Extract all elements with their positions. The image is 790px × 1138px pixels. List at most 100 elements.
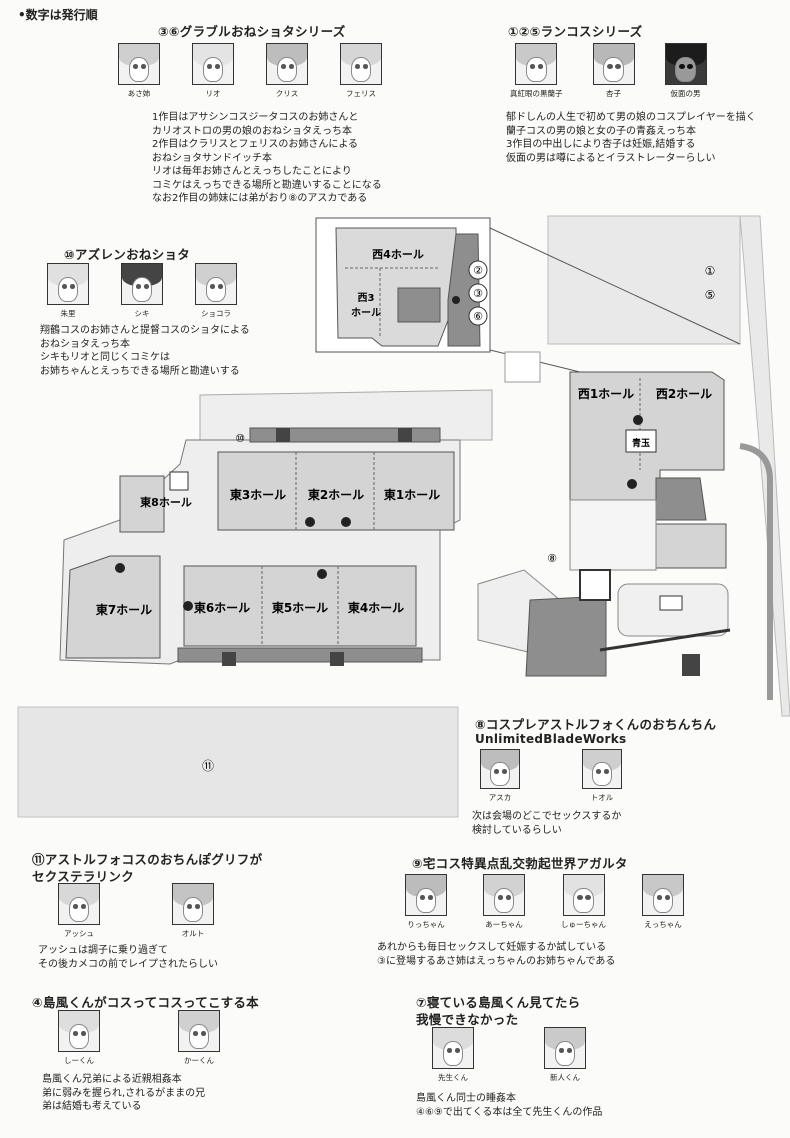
character: しゅーちゃん [561, 874, 606, 930]
east-south-dark-strip [177, 647, 423, 663]
section-36-characters: あさ姉 リオ クリス フェリス [118, 43, 382, 99]
info-icon [183, 601, 193, 611]
section-9-title: ⑨宅コス特異点乱交勃起世界アガルタ [412, 856, 628, 871]
section-36-description: 1作目はアサシンコスジータコスのお姉さんとカリオストロの男の娘のおねショタえっち… [152, 112, 382, 204]
svg-text:③: ③ [473, 287, 483, 300]
restroom-icon [579, 569, 611, 601]
character: あーちゃん [483, 874, 525, 930]
info-icon [115, 563, 125, 573]
section-7-title-1: ⑦寝ている島風くん見てたら [416, 995, 581, 1010]
aodama-label: 青玉 [632, 437, 650, 449]
hall-label-west1: 西1ホール [578, 387, 634, 401]
hall-labels: 西4ホール 西3 ホール 西1ホール 西2ホール 東3ホール 東2ホール 東1ホ… [96, 248, 712, 617]
escalator-icon [222, 652, 236, 666]
marker-10: ⑩ [235, 432, 245, 445]
character: かーくん [178, 1010, 220, 1066]
section-11-characters: アッシュ オルト [58, 883, 214, 939]
character: 仮面の男 [664, 43, 707, 99]
west-dark-plaza [525, 595, 607, 677]
marker-3 [468, 283, 488, 303]
section-9-characters: りっちゃん あーちゃん しゅーちゃん えっちゃん [405, 874, 684, 930]
section-8-title: ⑧コスプレアストルフォくんのおちんちん [475, 717, 717, 732]
east-8-hall-block [119, 475, 165, 533]
section-125-title: ①②⑤ランコスシリーズ [508, 24, 643, 39]
character-portrait [118, 43, 160, 85]
character-portrait [562, 874, 605, 916]
escalator-icon [398, 428, 412, 442]
facility-icons [169, 428, 700, 676]
character: ショコラ [195, 263, 237, 319]
section-7-characters: 先生くん 新人くん [432, 1027, 586, 1083]
west-4-3-hall-block [335, 227, 457, 347]
east-1-3-hall-block [217, 451, 455, 531]
character-portrait [664, 43, 707, 85]
escalator-icon [330, 652, 344, 666]
info-icon [633, 415, 643, 425]
order-note: •数字は発行順 [18, 8, 98, 22]
info-icon [341, 517, 351, 527]
section-10-characters: 朱里 シキ ショコラ [47, 263, 237, 319]
character-portrait [195, 263, 237, 305]
section-11-title-1: ⑪アストルフォコスのおちんぽグリフが [32, 852, 263, 867]
character: トオル [582, 749, 622, 803]
character-portrait [192, 43, 234, 85]
svg-text:②: ② [473, 264, 483, 277]
section-11-title-2: セクステラリンク [32, 869, 135, 884]
inset-leader-line [489, 227, 741, 345]
section-125-characters: 真紅眼の黒蘭子 杏子 仮面の男 [510, 43, 707, 99]
character-portrait [432, 1027, 474, 1069]
character-portrait [178, 1010, 220, 1052]
east-4-6-hall-block [183, 565, 417, 647]
east-7-hall-block [65, 555, 161, 659]
escalator-icon [276, 428, 290, 442]
section-7-title-2: 我慢できなかった [416, 1012, 519, 1027]
marker-11: ⑪ [202, 759, 214, 773]
bus-icon [659, 595, 683, 611]
section-36-title: ③⑥グラブルおねショタシリーズ [158, 24, 346, 39]
character-portrait [483, 874, 525, 916]
section-8-description: 次は会場のどこでセックスするか検討しているらしい [472, 811, 622, 836]
info-icon [305, 517, 315, 527]
map-markers: ② ③ ⑥ ① ⑤ ⑩ ⑧ ⑪ [202, 260, 715, 773]
hall-label-west3a: 西3 [358, 292, 375, 304]
section-8-characters: アスカ トオル [480, 749, 622, 803]
section-4-title: ④島風くんがコスってコスってこする本 [32, 995, 259, 1010]
hall-label-east3: 東3ホール [230, 487, 286, 502]
ground-area-south [17, 706, 459, 818]
character: しーくん [58, 1010, 100, 1066]
character: 杏子 [592, 43, 635, 99]
west-inner-dark [397, 287, 441, 323]
section-10-description: 翔鶴コスのお姉さんと提督コスのショタによるおねショタえっち本シキもリオと同じくコ… [40, 325, 250, 377]
character: フェリス [340, 43, 382, 99]
marker-6 [468, 306, 488, 326]
hall-label-east5: 東5ホール [272, 600, 328, 615]
character-portrait [58, 1010, 100, 1052]
character-portrait [592, 43, 635, 85]
section-11-description: アッシュは調子に乗り過ぎてその後カメコの前でレイプされたらしい [38, 945, 218, 970]
west-concourse [569, 499, 657, 571]
marker-8: ⑧ [547, 552, 557, 565]
hall-label-west4: 西4ホール [372, 248, 424, 261]
restroom-icon [169, 471, 189, 491]
character-portrait [582, 749, 622, 789]
character-portrait [121, 263, 163, 305]
character: アッシュ [58, 883, 100, 939]
section-4-description: 島風くん兄弟による近親相姦本弟に弱みを握られ,されるがままの兄弟は結婚も考えてい… [42, 1074, 206, 1112]
hall-label-east8: 東8ホール [140, 495, 192, 509]
station-icon [682, 654, 700, 676]
character: クリス [266, 43, 308, 99]
svg-text:⑥: ⑥ [473, 310, 483, 323]
character: りっちゃん [405, 874, 447, 930]
west-annex-dark [655, 477, 707, 521]
hall-label-east4: 東4ホール [348, 600, 404, 615]
character-portrait [266, 43, 308, 85]
info-icons [115, 296, 643, 611]
info-icon [452, 296, 460, 304]
section-10-title: ⑩アズレンおねショタ [64, 247, 191, 262]
character: シキ [121, 263, 163, 319]
character: あさ姉 [118, 43, 160, 99]
character: 朱里 [47, 263, 89, 319]
character-portrait [515, 43, 558, 85]
